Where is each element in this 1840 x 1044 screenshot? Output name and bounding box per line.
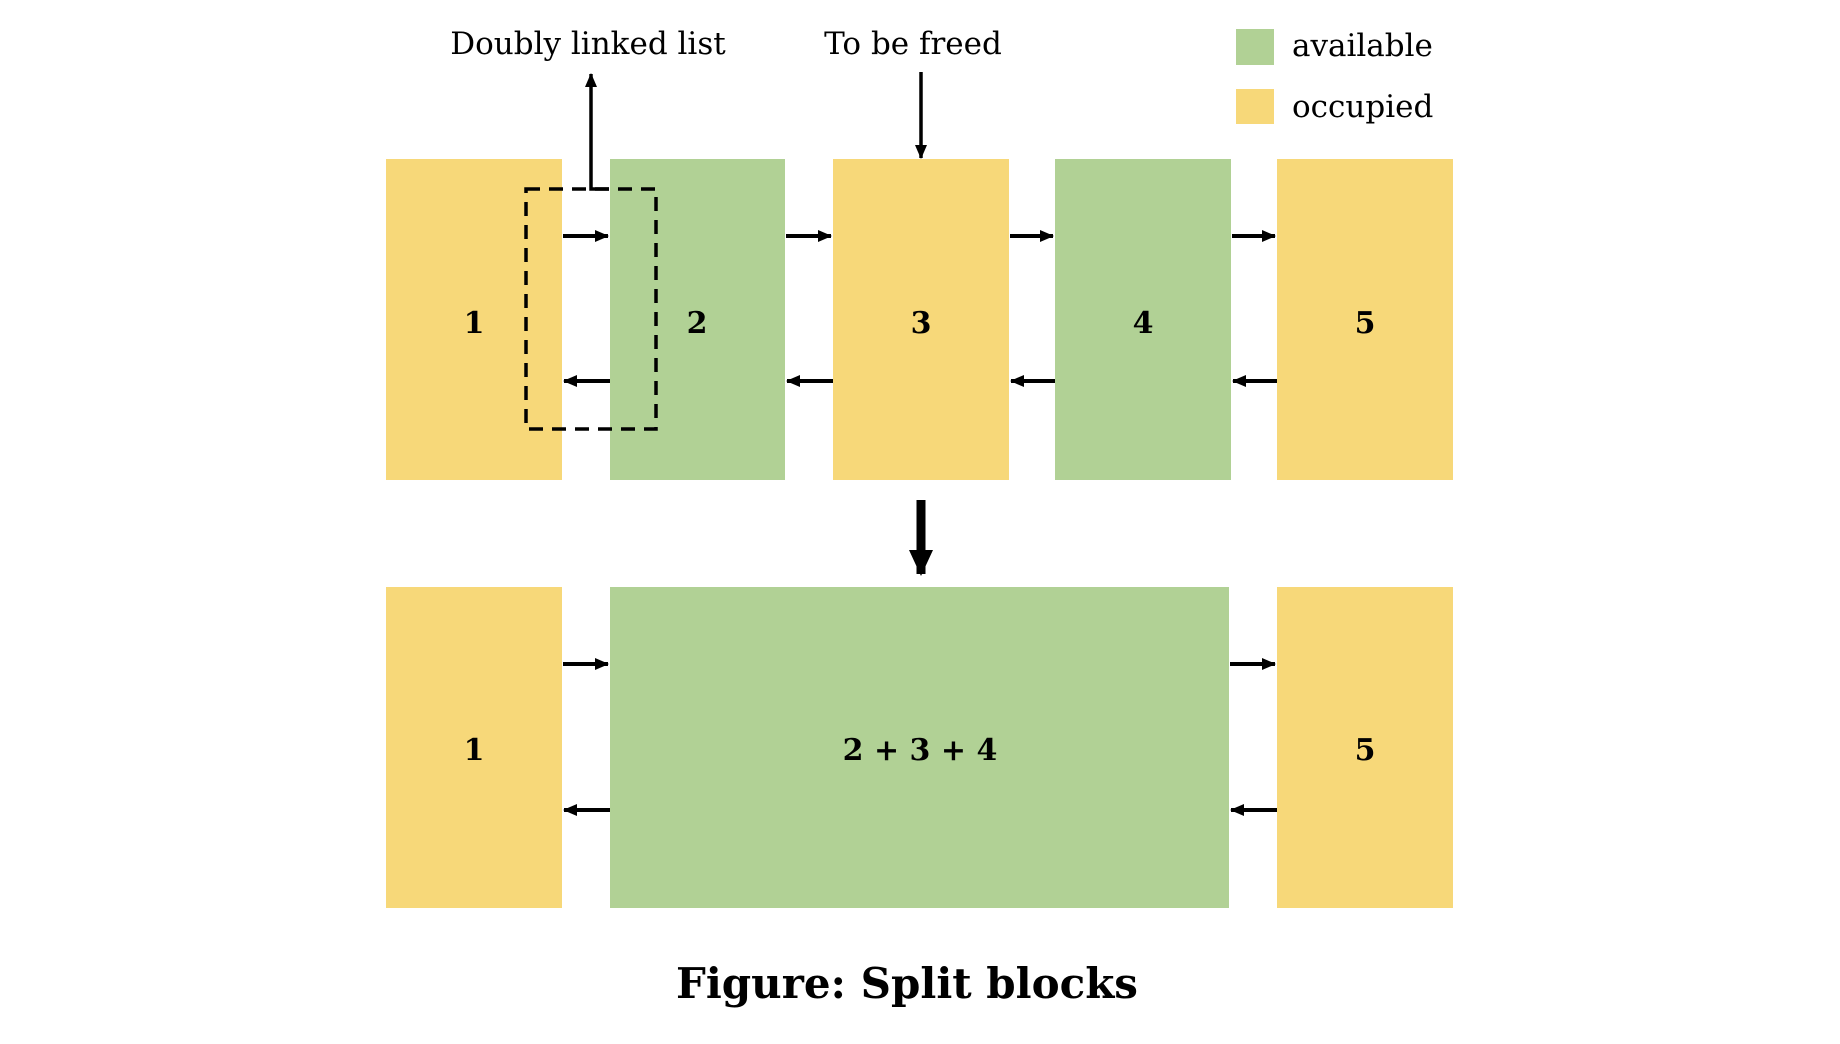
bottom-row: 1 2 + 3 + 4 5 [386, 587, 1453, 908]
top-block-2 [610, 159, 785, 480]
top-block-1 [386, 159, 562, 480]
top-row: 1 2 3 4 5 [386, 72, 1453, 480]
bottom-block-1-label: 1 [464, 733, 485, 768]
top-block-4 [1055, 159, 1231, 480]
bottom-block-5-label: 5 [1355, 733, 1376, 768]
top-block-1-label: 1 [464, 306, 485, 341]
legend-occupied-label: occupied [1292, 89, 1433, 125]
figure-caption: Figure: Split blocks [676, 959, 1138, 1008]
top-block-5-label: 5 [1355, 306, 1376, 341]
bottom-block-merged-label: 2 + 3 + 4 [843, 733, 998, 768]
top-block-5 [1277, 159, 1453, 480]
top-block-2-label: 2 [687, 306, 708, 341]
legend-occupied-swatch [1236, 89, 1274, 124]
doubly-linked-list-annotation: Doubly linked list [450, 26, 726, 62]
top-block-3 [833, 159, 1009, 480]
top-block-4-label: 4 [1133, 306, 1154, 341]
legend-available-swatch [1236, 29, 1274, 65]
top-block-3-label: 3 [911, 306, 932, 341]
doubly-linked-list-pointer [585, 73, 609, 191]
bottom-block-merged [610, 587, 1229, 908]
to-be-freed-annotation: To be freed [824, 26, 1002, 62]
legend-available-label: available [1292, 28, 1433, 64]
bottom-block-5 [1277, 587, 1453, 908]
bottom-block-1 [386, 587, 562, 908]
legend: available occupied [1236, 28, 1433, 125]
